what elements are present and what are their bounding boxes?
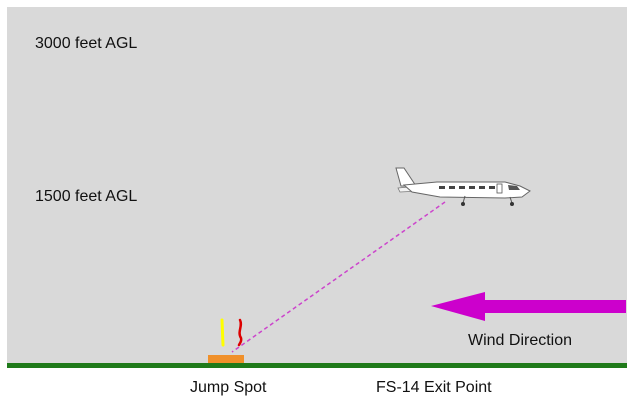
wind-arrow-icon — [431, 292, 626, 321]
exit-point-label: FS-14 Exit Point — [376, 379, 492, 396]
jumper-yellow-icon — [220, 318, 225, 347]
jump-spot-marker — [208, 355, 244, 365]
altitude-label-3000: 3000 feet AGL — [35, 35, 138, 52]
jump-spot-label: Jump Spot — [190, 379, 267, 396]
aircraft-icon — [395, 167, 531, 206]
jumper-red-icon — [237, 318, 243, 347]
ground-line — [7, 363, 627, 368]
descent-path-line — [231, 201, 446, 353]
wind-direction-label: Wind Direction — [468, 332, 573, 349]
altitude-label-1500: 1500 feet AGL — [35, 188, 138, 205]
